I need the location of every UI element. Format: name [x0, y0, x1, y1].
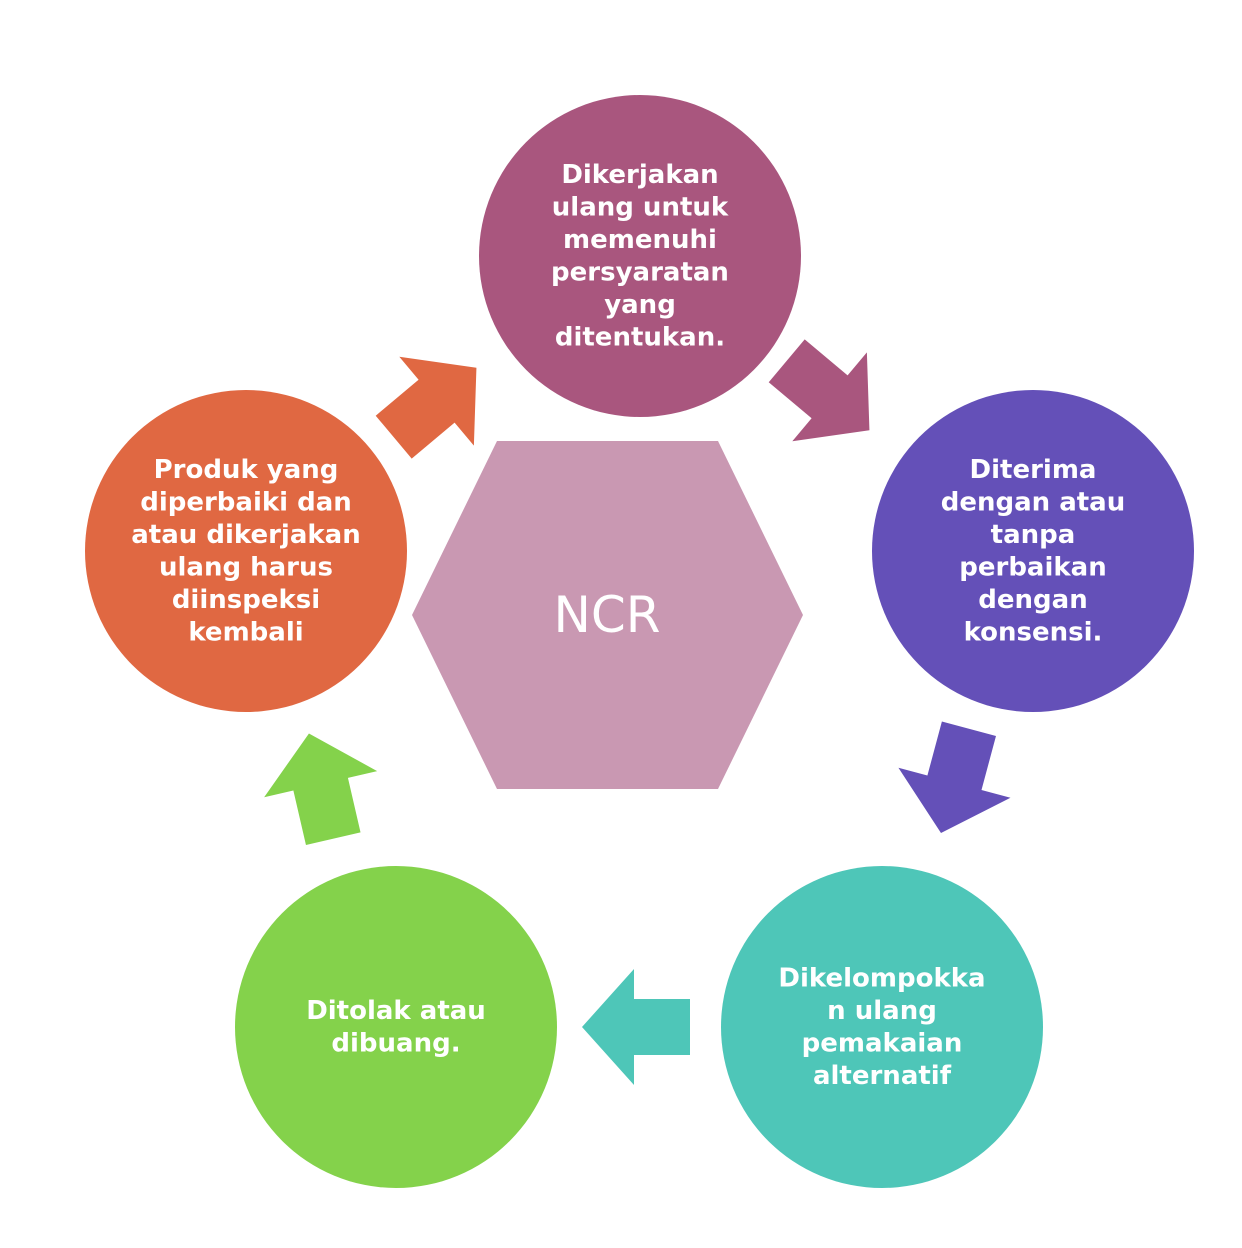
node-reinspect-label-line: diinspeksi [172, 585, 320, 615]
arrows-layer [264, 339, 1011, 1085]
node-accepted-label-line: tanpa [991, 520, 1076, 550]
node-regrade-label-line: pemakaian [802, 1028, 963, 1058]
node-accepted-circle [872, 390, 1194, 712]
arrow-rejected-to-reinspect [264, 733, 378, 846]
node-rework-label-line: memenuhi [563, 225, 717, 255]
node-accepted-label-line: dengan [978, 585, 1087, 615]
node-regrade-label-line: n ulang [827, 996, 937, 1026]
node-rework-circle [479, 95, 801, 417]
node-reinspect-label-line: ulang harus [159, 552, 333, 582]
node-accepted-label-line: Diterima [970, 455, 1097, 485]
node-rework-label-line: ditentukan. [555, 322, 725, 352]
node-rejected-label-line: dibuang. [331, 1028, 460, 1058]
node-reinspect-label-line: Produk yang [154, 455, 339, 485]
ncr-center-hexagon [412, 441, 803, 789]
node-regrade-label-line: alternatif [813, 1061, 952, 1091]
node-reinspect-label-line: kembali [188, 617, 303, 647]
node-regrade-circle [721, 866, 1043, 1188]
node-reinspect-label-line: atau dikerjakan [131, 520, 360, 550]
arrow-accepted-to-regrade [898, 721, 1011, 834]
node-reinspect-circle [85, 390, 407, 712]
arrow-rework-to-accepted [768, 339, 870, 442]
node-accepted-label-line: dengan atau [941, 487, 1126, 517]
node-accepted-label-line: perbaikan [959, 552, 1106, 582]
node-reinspect-label-line: diperbaiki dan [140, 487, 352, 517]
node-regrade-label-line: Dikelompokka [778, 963, 985, 993]
node-accepted-label-line: konsensi. [964, 617, 1103, 647]
ncr-center-label: NCR [553, 586, 660, 644]
node-rework-label-line: ulang untuk [552, 192, 729, 222]
node-rejected-circle [235, 866, 557, 1188]
node-rejected-label-line: Ditolak atau [306, 996, 486, 1026]
node-rework-label-line: persyaratan [551, 257, 729, 287]
arrow-regrade-to-rejected [582, 969, 690, 1085]
arrow-reinspect-to-rework [375, 356, 477, 459]
node-rework-label-line: yang [604, 290, 676, 320]
node-rework-label-line: Dikerjakan [561, 160, 718, 190]
